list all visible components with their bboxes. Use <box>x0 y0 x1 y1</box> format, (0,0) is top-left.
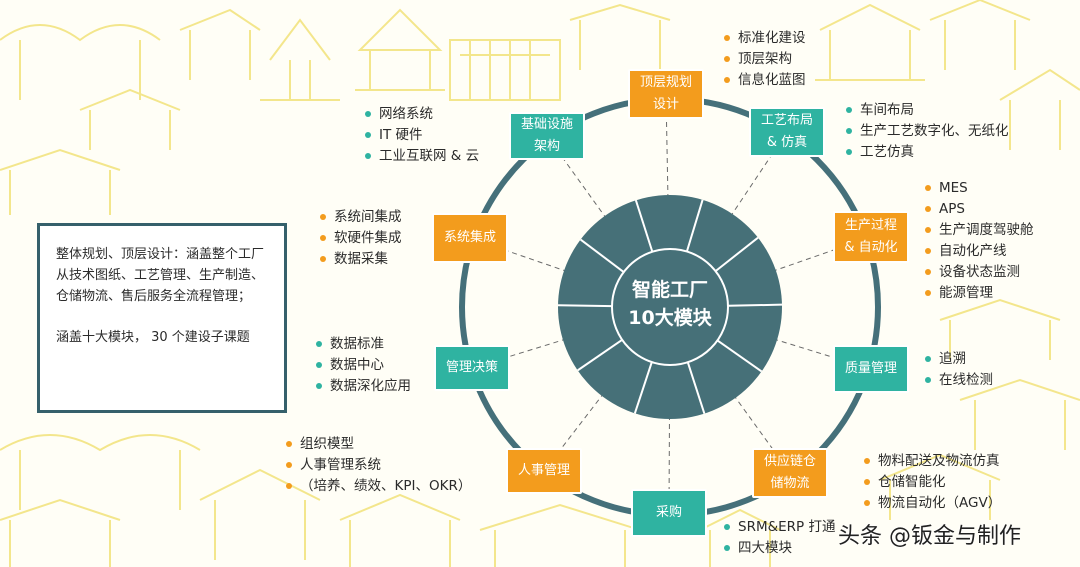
module-box: 供应链仓 储物流 <box>752 448 828 498</box>
module-item: SRM&ERP 打通 <box>722 517 835 538</box>
module-item: MES <box>923 178 1034 199</box>
module-item: 人事管理系统 <box>284 455 471 476</box>
module-item: 工艺仿真 <box>844 142 1009 163</box>
summary-text-1: 整体规划、顶层设计：涵盖整个工厂从技术图纸、工艺管理、生产制造、仓储物流、售后服… <box>56 247 265 304</box>
module-box: 工艺布局 & 仿真 <box>749 107 825 157</box>
center-sector-lines <box>557 199 782 414</box>
module-box: 基础设施 架构 <box>509 112 585 160</box>
module-box: 采购 <box>631 489 707 537</box>
module-box: 人事管理 <box>506 448 582 494</box>
sector-divider <box>579 238 625 273</box>
spoke-line <box>546 135 671 308</box>
watermark: 头条 @钣金与制作 <box>838 524 1021 549</box>
summary-box: 整体规划、顶层设计：涵盖整个工厂从技术图纸、工艺管理、生产制造、仓储物流、售后服… <box>37 223 287 413</box>
module-box: 管理决策 <box>434 345 510 391</box>
module-box: 生产过程 & 自动化 <box>833 211 909 263</box>
sector-divider <box>634 200 654 253</box>
module-item: 物料配送及物流仿真 <box>862 451 1001 472</box>
spoke-line <box>669 131 788 308</box>
module-item: 工业互联网 & 云 <box>363 146 479 167</box>
module-item: 信息化蓝图 <box>722 70 806 91</box>
module-box: 质量管理 <box>833 345 909 393</box>
module-item-list: 追溯在线检测 <box>923 349 993 391</box>
module-item: 数据采集 <box>318 249 402 270</box>
module-item: 网络系统 <box>363 104 479 125</box>
module-item: 车间布局 <box>844 100 1009 121</box>
sector-divider <box>557 304 613 308</box>
module-box: 顶层规划 设计 <box>628 69 704 119</box>
module-item-list: SRM&ERP 打通四大模块 <box>722 517 835 559</box>
module-item: 能源管理 <box>923 283 1034 304</box>
module-item: 数据深化应用 <box>314 376 411 397</box>
module-item: 顶层架构 <box>722 49 806 70</box>
module-item: 物流自动化（AGV） <box>862 493 1001 514</box>
module-item: （培养、绩效、KPI、OKR） <box>284 476 471 497</box>
module-item: 四大模块 <box>722 538 832 559</box>
center-title: 智能工厂 10大模块 <box>628 279 712 329</box>
module-item: APS <box>923 199 1034 220</box>
module-box: 系统集成 <box>432 213 508 263</box>
module-item: 组织模型 <box>284 434 471 455</box>
module-item-list: 系统间集成软硬件集成数据采集 <box>318 207 402 270</box>
sector-divider <box>685 199 704 252</box>
center-inner-ring <box>611 248 729 366</box>
module-item: 追溯 <box>923 349 993 370</box>
sector-divider <box>577 338 623 372</box>
module-item: 软硬件集成 <box>318 228 402 249</box>
module-item-list: 数据标准数据中心数据深化应用 <box>314 334 411 397</box>
module-item: 生产调度驾驶舱 <box>923 220 1034 241</box>
summary-text-2: 涵盖十大模块， 30 个建设子课题 <box>56 330 250 345</box>
module-item-list: 物料配送及物流仿真仓储智能化物流自动化（AGV） <box>862 451 1001 514</box>
module-item-list: 标准化建设顶层架构信息化蓝图 <box>722 28 806 91</box>
module-item: 系统间集成 <box>318 207 402 228</box>
module-item-list: 组织模型人事管理系统（培养、绩效、KPI、OKR） <box>284 434 471 497</box>
module-item: 设备状态监测 <box>923 262 1034 283</box>
module-item-list: 车间布局生产工艺数字化、无纸化工艺仿真 <box>844 100 1009 163</box>
module-item: 数据中心 <box>314 355 411 376</box>
module-item: IT 硬件 <box>363 125 479 146</box>
module-item: 仓储智能化 <box>862 472 1001 493</box>
module-item: 在线检测 <box>923 370 993 391</box>
sector-divider <box>686 361 706 414</box>
module-item: 标准化建设 <box>722 28 806 49</box>
module-item: 自动化产线 <box>923 241 1034 262</box>
module-item: 数据标准 <box>314 334 411 355</box>
sector-divider <box>727 303 782 307</box>
sector-divider <box>716 339 763 373</box>
module-item: 生产工艺数字化、无纸化 <box>844 121 1009 142</box>
sector-divider <box>714 236 759 272</box>
center-disc <box>558 195 782 419</box>
sector-divider <box>633 361 653 414</box>
